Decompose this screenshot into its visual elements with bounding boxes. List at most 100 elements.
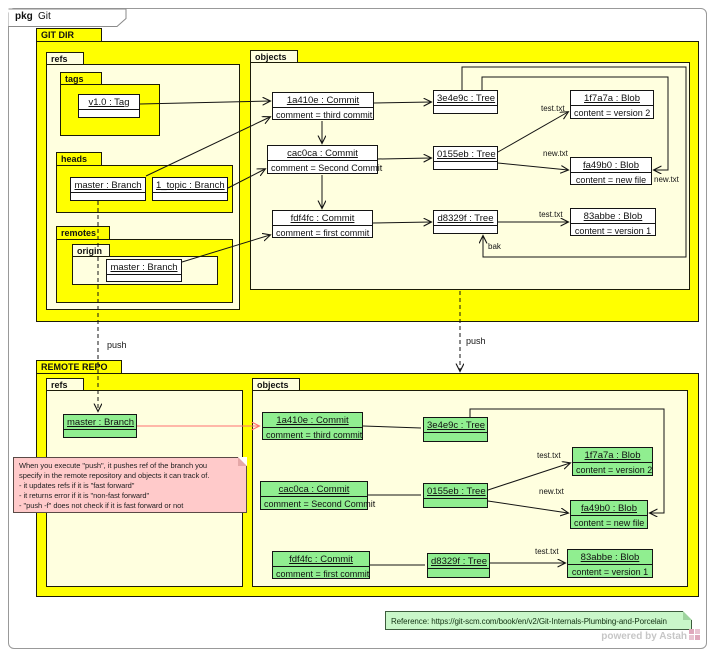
node-blob-1f7a7a[interactable]: 1f7a7a : Blob content = version 2	[570, 90, 654, 119]
edge-label-bak: bak	[488, 242, 501, 251]
node-blob-fa49b0[interactable]: fa49b0 : Blob content = new file	[570, 157, 652, 185]
node-title: cac0ca : Commit	[261, 482, 367, 497]
edge-tree2-testtxt[interactable]	[497, 112, 568, 153]
node-attribute: content = new file	[574, 518, 645, 528]
edge-tag-to-commit3[interactable]	[139, 101, 270, 104]
node-title: 3e4e9c : Tree	[434, 91, 497, 106]
edge-label-newtxt: new.txt	[539, 487, 564, 496]
node-origin-master-branch[interactable]: master : Branch	[106, 259, 182, 282]
node-title: fa49b0 : Blob	[571, 158, 651, 173]
edge-tree2-newtxt[interactable]	[497, 162, 568, 170]
edge-remote-tree2-testtxt[interactable]	[487, 463, 570, 491]
watermark-text: powered by Astah	[601, 631, 687, 642]
node-remote-tree-3e4e9c[interactable]: 3e4e9c : Tree	[423, 417, 488, 442]
edge-label-testtxt: test.txt	[535, 547, 559, 556]
node-commit-1a410e[interactable]: 1a410e : Commit comment = third commit	[272, 92, 374, 120]
node-remote-tree-0155eb[interactable]: 0155eb : Tree	[423, 483, 488, 508]
node-empty-compartment	[424, 499, 487, 503]
edge-label-testtxt: test.txt	[539, 210, 563, 219]
node-tree-d8329f[interactable]: d8329f : Tree	[433, 210, 498, 234]
reference-note[interactable]: Reference: https://git-scm.com/book/en/v…	[385, 611, 692, 630]
node-title: master : Branch	[107, 260, 181, 275]
node-attribute: comment = first commit	[276, 569, 370, 579]
edge-label-testtxt: test.txt	[541, 104, 565, 113]
note-fold-corner	[238, 457, 247, 466]
package-remote-refs-tab[interactable]: refs	[46, 378, 84, 391]
node-remote-commit-cac0ca[interactable]: cac0ca : Commit comment = Second Commit	[260, 481, 375, 510]
node-remote-blob-83abbe[interactable]: 83abbe : Blob content = version 1	[567, 549, 653, 578]
node-remote-master-branch[interactable]: master : Branch	[63, 414, 137, 438]
node-title: fdf4fc : Commit	[273, 211, 372, 226]
note-text: When you execute "push", it pushes ref o…	[19, 461, 210, 510]
node-empty-compartment	[153, 193, 227, 197]
package-origin-tab[interactable]: origin	[72, 244, 110, 257]
package-refs-tab[interactable]: refs	[46, 52, 84, 65]
node-blob-83abbe[interactable]: 83abbe : Blob content = version 1	[570, 208, 656, 236]
edge-commit3-tree[interactable]	[373, 102, 431, 103]
frame-title: Git	[38, 11, 51, 22]
node-tree-3e4e9c[interactable]: 3e4e9c : Tree	[433, 90, 498, 114]
node-remote-blob-1f7a7a[interactable]: 1f7a7a : Blob content = version 2	[572, 447, 653, 476]
node-attribute: content = version 2	[574, 108, 651, 118]
edge-label-testtxt: test.txt	[537, 451, 561, 460]
node-attribute: comment = Second Commit	[271, 163, 383, 173]
edge-commit1-tree[interactable]	[372, 222, 431, 223]
node-tree-0155eb[interactable]: 0155eb : Tree	[433, 146, 498, 170]
node-remote-tree-d8329f[interactable]: d8329f : Tree	[427, 553, 490, 578]
node-empty-compartment	[434, 226, 497, 230]
node-empty-compartment	[71, 193, 145, 197]
astah-logo-icon	[689, 629, 700, 643]
node-remote-blob-fa49b0[interactable]: fa49b0 : Blob content = new file	[570, 500, 648, 529]
node-attribute: content = new file	[575, 175, 647, 185]
node-title: 1_topic : Branch	[153, 178, 227, 193]
edge-master-to-commit3[interactable]	[145, 117, 270, 177]
node-empty-compartment	[434, 106, 497, 110]
node-title: master : Branch	[71, 178, 145, 193]
frame-keyword: pkg	[15, 11, 33, 22]
push-explanation-note[interactable]: When you execute "push", it pushes ref o…	[13, 457, 247, 513]
node-heads-topic-branch[interactable]: 1_topic : Branch	[152, 177, 228, 201]
reference-text: Reference: https://git-scm.com/book/en/v…	[391, 617, 667, 626]
package-remotes-tab[interactable]: remotes	[56, 226, 110, 240]
node-attribute: comment = first commit	[276, 228, 370, 238]
package-remote-repo-tab[interactable]: REMOTE REPO	[36, 360, 122, 374]
edge-remote-commit3-tree[interactable]	[362, 425, 422, 429]
package-tags-tab[interactable]: tags	[60, 72, 102, 85]
edge-topic-to-commit2[interactable]	[227, 169, 265, 189]
node-title: 83abbe : Blob	[571, 209, 655, 224]
node-title: 1f7a7a : Blob	[573, 448, 652, 463]
node-commit-cac0ca[interactable]: cac0ca : Commit comment = Second Commit	[267, 145, 383, 174]
node-remote-commit-fdf4fc[interactable]: fdf4fc : Commit comment = first commit	[272, 551, 370, 579]
node-title: 3e4e9c : Tree	[424, 418, 487, 433]
node-tag-v1[interactable]: v1.0 : Tag	[78, 94, 140, 118]
package-git-dir-tab[interactable]: GIT DIR	[36, 28, 102, 42]
node-title: d8329f : Tree	[428, 554, 489, 569]
edge-remote-tree2-newtxt[interactable]	[487, 500, 568, 513]
node-title: d8329f : Tree	[434, 211, 497, 226]
package-objects-tab[interactable]: objects	[250, 50, 298, 63]
node-commit-fdf4fc[interactable]: fdf4fc : Commit comment = first commit	[272, 210, 373, 238]
node-heads-master-branch[interactable]: master : Branch	[70, 177, 146, 201]
node-title: 83abbe : Blob	[568, 550, 652, 565]
package-heads-tab[interactable]: heads	[56, 152, 102, 166]
node-empty-compartment	[107, 275, 181, 279]
node-attribute: comment = third commit	[276, 110, 373, 120]
edge-tree3-newtxt[interactable]	[481, 76, 669, 170]
node-title: v1.0 : Tag	[79, 95, 139, 110]
node-title: cac0ca : Commit	[268, 146, 377, 161]
package-remote-objects-tab[interactable]: objects	[252, 378, 300, 391]
node-remote-commit-1a410e[interactable]: 1a410e : Commit comment = third commit	[262, 412, 363, 440]
node-empty-compartment	[428, 569, 489, 573]
node-title: 1a410e : Commit	[273, 93, 373, 108]
node-attribute: content = version 1	[574, 226, 652, 236]
node-empty-compartment	[64, 430, 136, 434]
edge-remote-tree3-loop[interactable]	[469, 408, 665, 513]
node-attribute: content = version 1	[571, 567, 649, 577]
edge-tree3-bak[interactable]	[461, 66, 687, 258]
node-title: fa49b0 : Blob	[571, 501, 647, 516]
edge-origin-master-to-commit1[interactable]	[181, 235, 270, 263]
edge-commit2-tree[interactable]	[377, 158, 431, 159]
powered-by-watermark: powered by Astah	[540, 629, 700, 643]
